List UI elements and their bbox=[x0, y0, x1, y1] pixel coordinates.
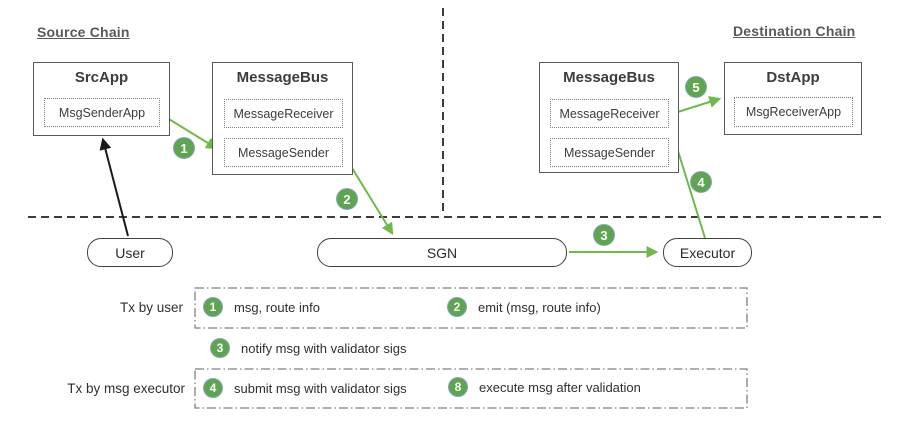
legend-item-4: 4 submit msg with validator sigs bbox=[203, 378, 407, 398]
legend-label-tx-by-user: Tx by user bbox=[119, 300, 183, 315]
source-messagebus-title: MessageBus bbox=[236, 69, 329, 86]
legend-item-2: 2 emit (msg, route info) bbox=[447, 297, 601, 317]
legend-badge-2: 2 bbox=[447, 297, 467, 317]
legend-text-4: submit msg with validator sigs bbox=[234, 380, 407, 396]
legend-badge-3: 3 bbox=[210, 338, 230, 358]
flow-badge-3: 3 bbox=[593, 224, 615, 246]
destination-messagebus-box: MessageBus MessageReceiver MessageSender bbox=[539, 62, 679, 173]
srcapp-box: SrcApp MsgSenderApp bbox=[33, 62, 170, 136]
legend-text-2: emit (msg, route info) bbox=[478, 299, 601, 315]
legend-badge-4: 4 bbox=[203, 378, 223, 398]
destination-messagebus-title: MessageBus bbox=[563, 69, 655, 86]
flow-badge-2: 2 bbox=[336, 188, 358, 210]
source-chain-heading: Source Chain bbox=[37, 24, 130, 40]
sgn-actor: SGN bbox=[317, 238, 567, 267]
legend-text-1: msg, route info bbox=[234, 299, 320, 315]
legend-badge-8: 8 bbox=[448, 377, 468, 397]
user-actor: User bbox=[87, 238, 173, 267]
flow-badge-1: 1 bbox=[173, 137, 195, 159]
source-messagebus-box: MessageBus MessageReceiver MessageSender bbox=[212, 62, 353, 175]
legend-item-5: 8 execute msg after validation bbox=[448, 377, 641, 397]
destination-messagereceiver-module: MessageReceiver bbox=[550, 99, 669, 128]
legend-badge-1: 1 bbox=[203, 297, 223, 317]
executor-actor: Executor bbox=[663, 238, 752, 267]
msgsenderapp-module: MsgSenderApp bbox=[44, 98, 160, 127]
destination-messagesender-module: MessageSender bbox=[550, 138, 669, 167]
dstapp-title: DstApp bbox=[766, 69, 820, 86]
destination-chain-heading: Destination Chain bbox=[733, 23, 856, 39]
msgreceiverapp-module: MsgReceiverApp bbox=[734, 97, 853, 127]
source-messagereceiver-module: MessageReceiver bbox=[224, 99, 343, 128]
legend-text-5: execute msg after validation bbox=[479, 379, 641, 395]
dstapp-box: DstApp MsgReceiverApp bbox=[724, 62, 862, 135]
legend-label-tx-by-msg-executor: Tx by msg executor bbox=[67, 381, 185, 396]
flow-badge-4: 4 bbox=[690, 171, 712, 193]
legend-text-3: notify msg with validator sigs bbox=[241, 340, 407, 356]
srcapp-title: SrcApp bbox=[74, 69, 129, 86]
source-messagesender-module: MessageSender bbox=[224, 138, 343, 167]
arrow-user-to-srcapp bbox=[99, 137, 129, 237]
flow-badge-5: 5 bbox=[685, 76, 707, 98]
legend-item-1: 1 msg, route info bbox=[203, 297, 320, 317]
legend-item-3: 3 notify msg with validator sigs bbox=[210, 338, 406, 358]
